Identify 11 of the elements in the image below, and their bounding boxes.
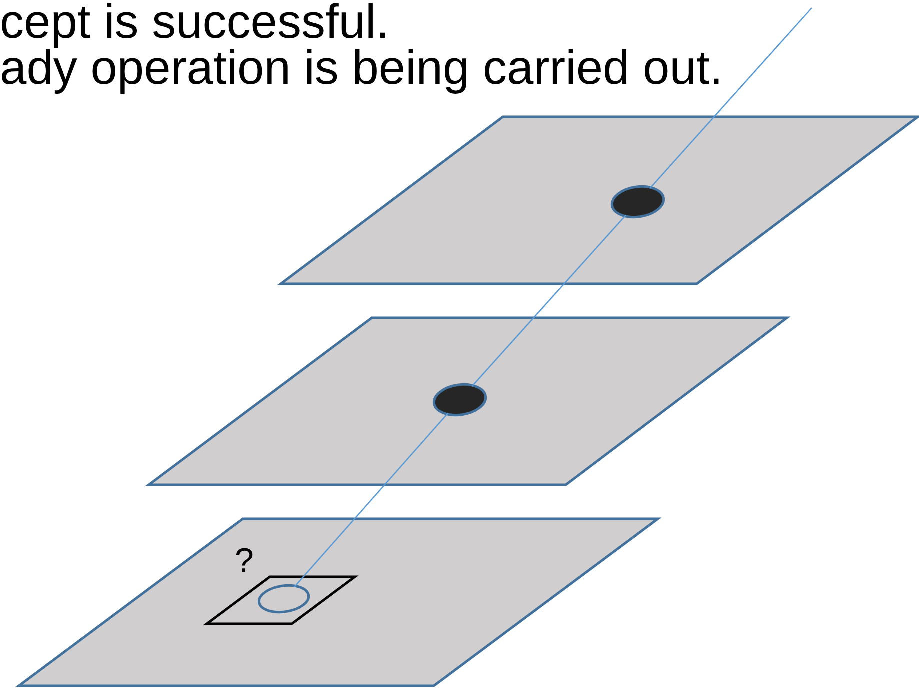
tilted-plane [280,116,919,285]
thin-line [471,214,627,388]
dark-spot [432,383,488,417]
tilted-plane [18,518,659,687]
hollow-ring [257,584,311,614]
dark-spot [610,185,666,219]
tilted-plane [148,317,788,486]
thin-line [294,412,449,588]
question-mark: ? [235,542,254,580]
thin-line [649,8,812,190]
text-line: cept is successful. [0,0,390,48]
